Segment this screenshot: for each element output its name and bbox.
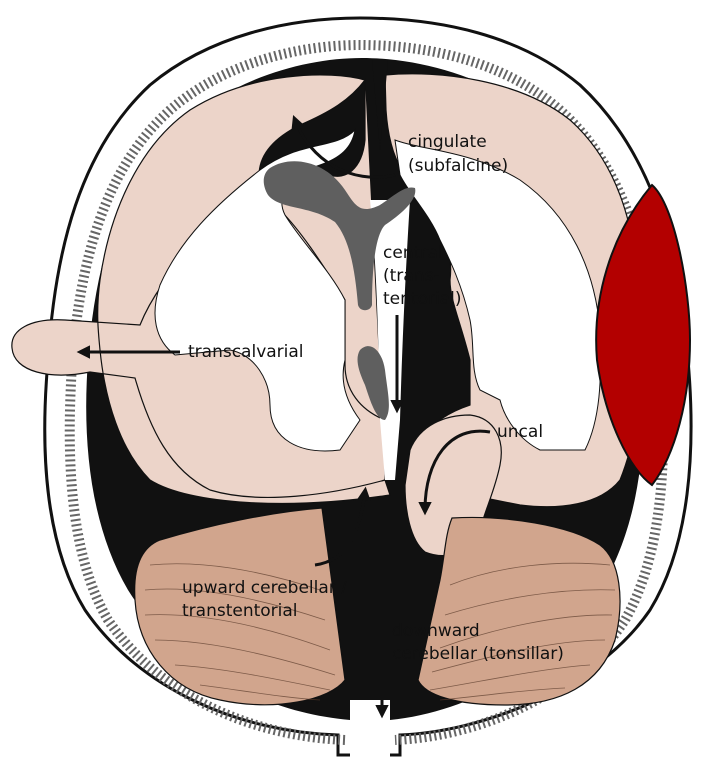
- svg-text:tentorial): tentorial): [383, 289, 461, 309]
- foramen-magnum: [350, 700, 390, 769]
- svg-text:central: central: [383, 243, 442, 263]
- label-transcalvarial: transcalvarial: [188, 342, 304, 362]
- svg-text:upward cerebellar /: upward cerebellar /: [182, 578, 347, 598]
- svg-text:(subfalcine): (subfalcine): [408, 156, 508, 176]
- svg-text:downward: downward: [392, 621, 480, 641]
- svg-text:transtentorial: transtentorial: [182, 601, 298, 621]
- label-uncal: uncal: [497, 422, 543, 442]
- svg-text:cerebellar (tonsillar): cerebellar (tonsillar): [392, 644, 564, 664]
- svg-text:cingulate: cingulate: [408, 132, 487, 152]
- svg-text:(trans-: (trans-: [383, 266, 439, 286]
- cerebellum-right: [418, 517, 620, 705]
